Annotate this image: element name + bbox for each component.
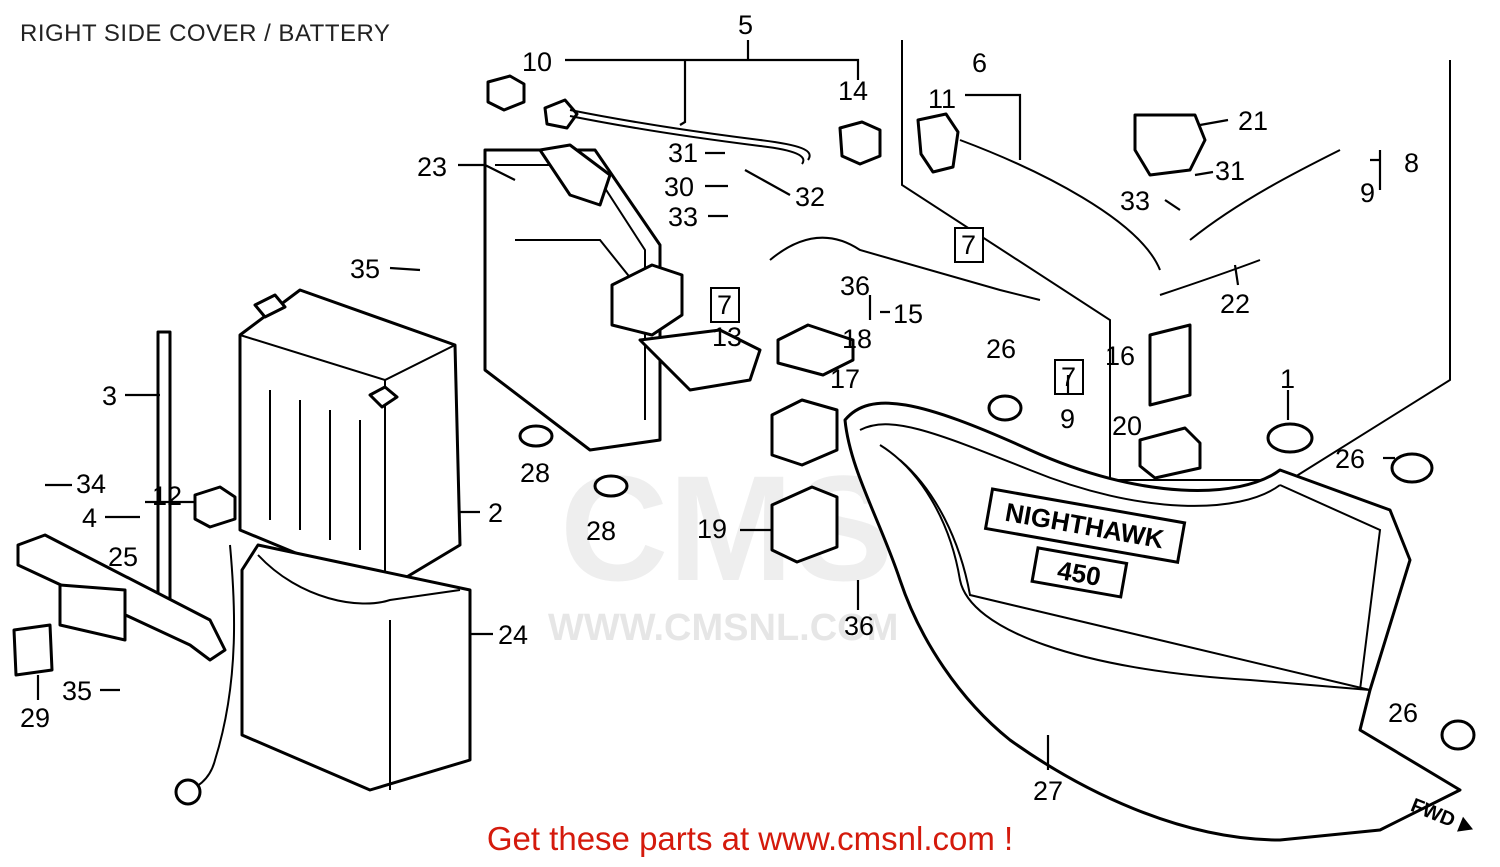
callout-19: 19 (697, 514, 727, 544)
callout-13: 13 (712, 322, 742, 352)
coil-16 (1148, 323, 1192, 407)
callout-18: 18 (842, 324, 872, 354)
relay-19 (770, 485, 839, 564)
callout-31-b: 31 (1215, 156, 1245, 186)
callout-31-a: 31 (668, 138, 698, 168)
callout-22: 22 (1220, 289, 1250, 319)
callout-30: 30 (664, 172, 694, 202)
callout-25: 25 (108, 542, 138, 572)
callout-17: 17 (830, 364, 860, 394)
grommet-26-a (987, 394, 1023, 422)
callout-9-a: 9 (1360, 178, 1375, 208)
callout-15: 15 (893, 299, 923, 329)
battery-2 (238, 288, 462, 592)
seal-29 (12, 623, 54, 677)
callout-23: 23 (417, 152, 447, 182)
callout-20: 20 (1112, 411, 1142, 441)
callout-10: 10 (522, 47, 552, 77)
plate-25 (58, 583, 127, 642)
callout-36-b: 36 (844, 611, 874, 641)
callout-26-a: 26 (986, 334, 1016, 364)
callout-11: 11 (928, 84, 956, 114)
callout-8: 8 (1404, 148, 1419, 178)
switch-20 (1138, 426, 1202, 480)
outline-rear (901, 40, 1451, 481)
wire-8 (1189, 149, 1341, 241)
callout-33-a: 33 (668, 202, 698, 232)
cable-4 (174, 485, 237, 806)
wire-6 (916, 112, 1161, 271)
callout-35-b: 35 (62, 676, 92, 706)
callout-35-a: 35 (350, 254, 380, 284)
grommet-1 (1266, 422, 1314, 454)
callout-9-b: 9 (1060, 404, 1075, 434)
callout-36-a: 36 (840, 271, 870, 301)
wire-15 (769, 236, 1041, 301)
reservoir-21 (1133, 113, 1207, 177)
callout-4: 4 (82, 503, 97, 533)
callout-32: 32 (795, 182, 825, 212)
callout-24: 24 (498, 620, 528, 650)
callout-33-b: 33 (1120, 186, 1150, 216)
rod-3 (156, 330, 172, 604)
battery-case-23 (483, 143, 762, 452)
callout-3: 3 (102, 381, 117, 411)
boxed-ref-a: 7 (961, 230, 976, 260)
callout-26-c: 26 (1388, 698, 1418, 728)
wire-22 (1159, 259, 1261, 296)
page-title: RIGHT SIDE COVER / BATTERY (20, 20, 391, 47)
grommet-26-b (1390, 452, 1434, 484)
callout-numbers: 5 10 14 31 30 32 33 23 35 36 15 13 18 17… (20, 10, 1419, 806)
callout-6: 6 (972, 48, 987, 78)
callout-1: 1 (1280, 364, 1295, 394)
collar-28-a (518, 424, 554, 448)
callout-28-b: 28 (586, 516, 616, 546)
callout-29: 29 (20, 703, 50, 733)
callout-16: 16 (1105, 341, 1135, 371)
callout-28-a: 28 (520, 458, 550, 488)
callout-26-b: 26 (1335, 444, 1365, 474)
callout-12: 12 (152, 481, 182, 511)
callout-34: 34 (76, 469, 106, 499)
callout-5: 5 (738, 10, 753, 40)
collar-28-b (593, 474, 629, 498)
grommet-26-c (1440, 719, 1476, 751)
callout-14: 14 (838, 76, 868, 106)
fuse-holder-17 (770, 398, 839, 467)
callout-21: 21 (1238, 106, 1268, 136)
callout-27: 27 (1033, 776, 1063, 806)
callout-2: 2 (488, 498, 503, 528)
wire-harness-5 (486, 74, 882, 166)
watermark-url: WWW.CMSNL.COM (548, 607, 898, 649)
boxed-ref-b: 7 (717, 290, 732, 320)
connector-18 (776, 323, 855, 377)
battery-tray-24 (240, 543, 472, 792)
side-cover-27: NIGHTHAWK 450 (843, 401, 1462, 842)
emblem-size: 450 (1055, 555, 1103, 592)
footer-cta[interactable]: Get these parts at www.cmsnl.com ! (486, 820, 1014, 857)
leader-lines (36, 40, 1395, 770)
